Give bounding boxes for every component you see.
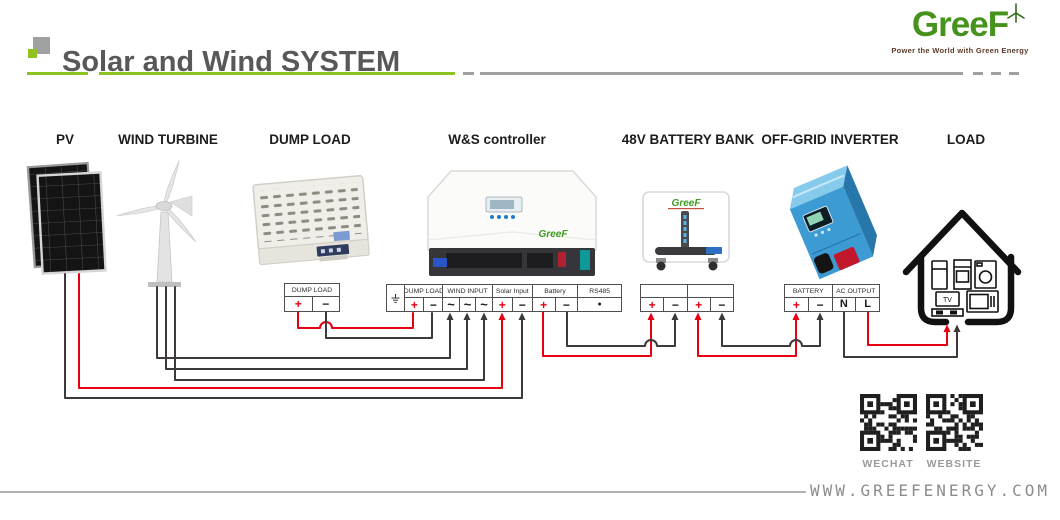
controller-rs485-label: RS485 xyxy=(578,285,621,298)
controller-solar-plus: + xyxy=(498,297,506,312)
controller-solar-label: Solar Input xyxy=(492,285,532,298)
controller-dump-plus: + xyxy=(410,297,418,312)
controller-solar-minus: − xyxy=(511,298,532,311)
controller-battery-label: Battery xyxy=(532,285,578,298)
controller-wind-terminal-1: ~ xyxy=(447,297,455,312)
divider-gray-dash xyxy=(1009,72,1019,75)
dump-load-strip-label: DUMP LOAD xyxy=(285,284,339,297)
inverter-ac-label: AC OUTPUT xyxy=(832,285,879,298)
controller-terminal-strip: DUMP LOAD + − WIND INPUT ~ ~ ~ Solar Inp… xyxy=(386,284,622,312)
wires xyxy=(64,273,958,399)
bank-s2-label xyxy=(687,285,733,298)
battery-bank-graphic: GreeF xyxy=(642,191,730,271)
pv-panel-graphic xyxy=(26,161,107,275)
wire-wind-1 xyxy=(156,286,451,359)
battery-logo-text: GreeF xyxy=(672,198,702,209)
wire-controller-batminus-to-bank xyxy=(566,311,676,347)
bank-s1-label xyxy=(641,285,687,298)
wire-pv-plus-to-solar-input xyxy=(78,273,503,389)
logo-wind-turbine-icon xyxy=(1007,3,1025,23)
label-inverter: OFF-GRID INVERTER xyxy=(761,132,899,147)
controller-dump-label: DUMP LOAD xyxy=(405,285,443,298)
red-wires xyxy=(78,273,948,389)
wire-bank-minus-to-inverter xyxy=(721,318,821,347)
controller-battery-minus: − xyxy=(554,298,578,311)
brand-logo-tagline: Power the World with Green Energy xyxy=(891,45,1029,55)
inverter-graphic xyxy=(789,165,877,280)
wire-inverter-N-to-house xyxy=(843,311,958,358)
wire-inverter-L-to-house xyxy=(867,311,948,346)
inverter-ac-N: N xyxy=(839,298,848,310)
label-wind-turbine: WIND TURBINE xyxy=(118,132,218,147)
divider-gray-dash xyxy=(973,72,983,75)
divider-gray-long xyxy=(480,72,963,75)
inverter-ac-L: L xyxy=(855,298,879,311)
battery-bank-terminal-strip: + − + − xyxy=(640,284,734,312)
bank-s2-plus: + xyxy=(695,297,703,312)
ground-icon xyxy=(391,293,400,303)
inverter-battery-label: BATTERY xyxy=(785,285,832,298)
controller-dump-minus: − xyxy=(423,298,442,311)
black-wires xyxy=(64,273,958,399)
divider-green-short xyxy=(27,72,88,75)
controller-logo-text: GreeF xyxy=(539,229,569,240)
label-battery-bank: 48V BATTERY BANK xyxy=(621,132,755,147)
wechat-qr-label: WECHAT xyxy=(862,458,914,470)
label-controller: W&S controller xyxy=(448,132,546,147)
wind-turbine-graphic xyxy=(116,160,197,287)
bank-s1-minus: − xyxy=(663,298,686,311)
divider-gray-dash xyxy=(991,72,1001,75)
label-pv: PV xyxy=(55,132,75,147)
wire-controller-batplus-to-bank xyxy=(542,311,652,357)
tv-label-text: TV xyxy=(943,297,952,304)
website-qr-label: WEBSITE xyxy=(926,458,982,470)
label-load: LOAD xyxy=(946,132,986,147)
controller-graphic: GreeF xyxy=(427,170,597,276)
website-qr-code xyxy=(926,394,983,451)
inverter-terminal-strip: BATTERY + − AC OUTPUT N L xyxy=(784,284,880,312)
brand-logo-text: GreeF xyxy=(911,5,1009,44)
wire-dumpload-minus-to-controller xyxy=(325,311,433,339)
footer-divider xyxy=(0,491,806,493)
bank-s2-minus: − xyxy=(709,298,733,311)
title-square-icon xyxy=(28,37,50,58)
ground-terminal xyxy=(387,285,404,311)
dump-load-terminal-strip: DUMP LOAD + − xyxy=(284,283,340,312)
controller-rs485-terminal: ● xyxy=(597,301,602,308)
dump-load-minus-terminal: − xyxy=(311,297,340,311)
controller-battery-plus: + xyxy=(540,297,548,312)
wire-dumpload-plus-to-controller xyxy=(297,311,414,329)
bank-s1-plus: + xyxy=(648,297,656,312)
website-url: WWW.GREEFENERGY.COM xyxy=(809,481,1050,500)
divider-gray-dash xyxy=(463,72,474,75)
controller-wind-terminal-2: ~ xyxy=(458,298,476,311)
wechat-qr-code xyxy=(860,394,917,451)
dump-load-plus-terminal: + xyxy=(294,297,302,311)
wire-pv-minus-to-solar-input xyxy=(64,273,523,399)
wire-wind-2 xyxy=(165,286,468,370)
wire-bank-plus-to-inverter xyxy=(697,318,797,357)
wire-arrowheads xyxy=(446,312,961,332)
label-dump-load: DUMP LOAD xyxy=(269,132,351,147)
divider-green-long xyxy=(99,72,455,75)
load-house-graphic: TV xyxy=(902,209,1022,326)
inverter-battery-minus: − xyxy=(807,298,832,311)
dump-load-graphic xyxy=(252,174,370,266)
controller-wind-terminal-3: ~ xyxy=(475,298,492,311)
brand-logo: GreeF Power the World with Green Energy xyxy=(875,3,1045,55)
inverter-battery-plus: + xyxy=(792,297,800,312)
controller-wind-label: WIND INPUT xyxy=(443,285,492,298)
wire-wind-3 xyxy=(174,286,485,381)
